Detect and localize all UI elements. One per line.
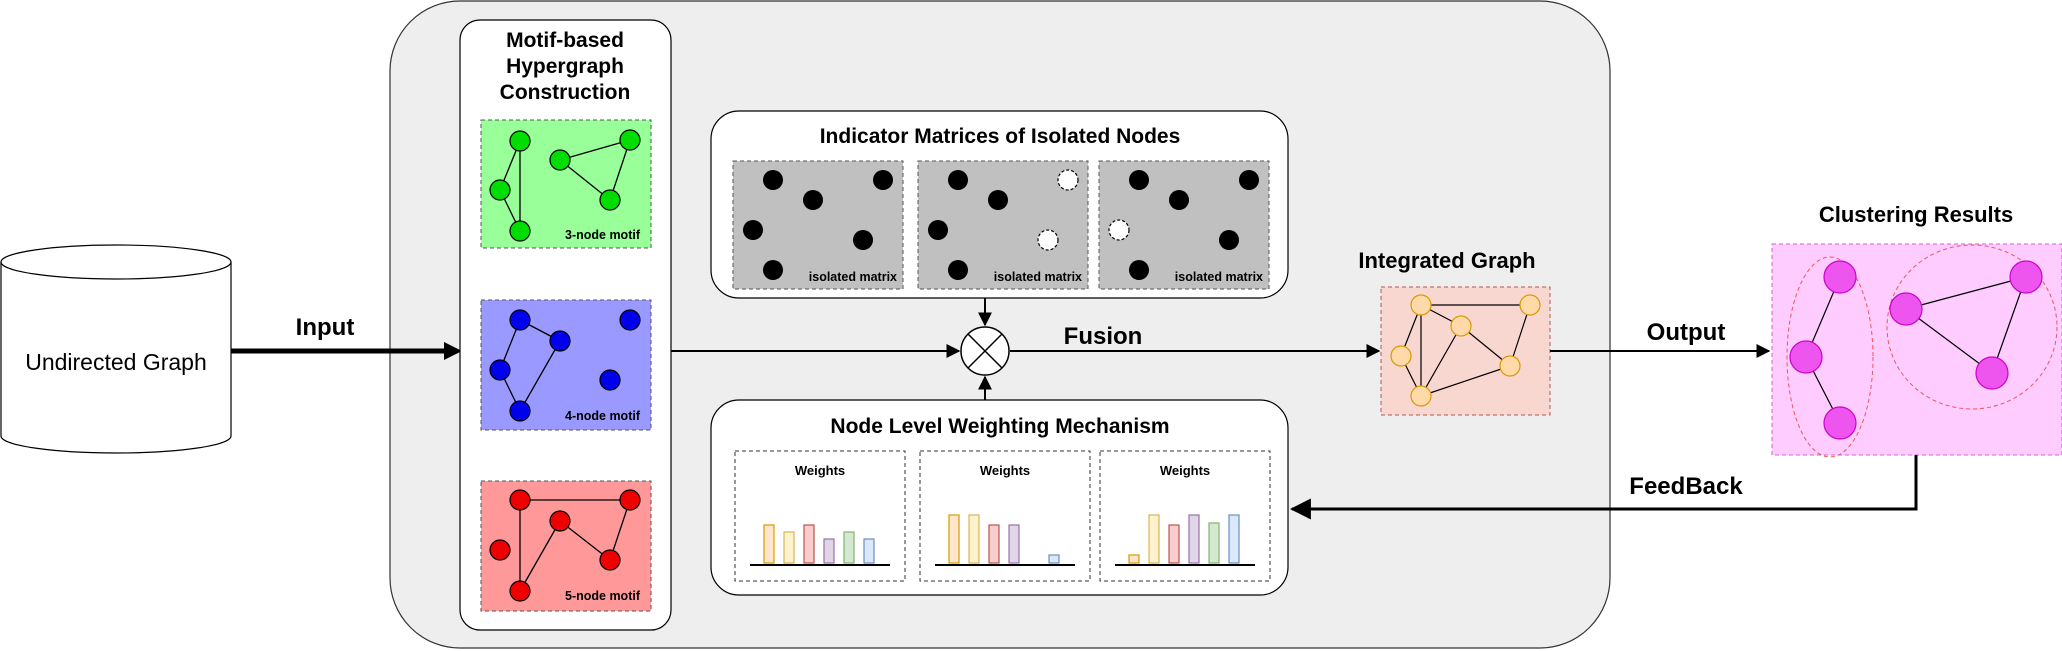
- motif-3-label: 3-node motif: [565, 228, 641, 242]
- feedback-arrow: [1289, 455, 1918, 520]
- motif-4-label: 4-node motif: [565, 409, 641, 423]
- isolated-matrix-2: isolated matrix: [917, 160, 1089, 290]
- weight-bar: [988, 524, 1000, 564]
- motif-title-line2: Hypergraph: [506, 55, 624, 78]
- weight-bar: [803, 524, 815, 564]
- motif-5-label: 5-node motif: [565, 589, 641, 603]
- isolated-matrix-3: isolated matrix: [1098, 160, 1270, 290]
- output-label: Output: [1647, 319, 1726, 346]
- motif-title-line3: Construction: [500, 81, 631, 104]
- isolated-matrix-label: isolated matrix: [1175, 270, 1263, 284]
- weight-bar: [863, 538, 875, 564]
- undirected-graph-label: Undirected Graph: [25, 349, 207, 375]
- isolated-matrix-label: isolated matrix: [809, 270, 897, 284]
- fusion-operator-icon: [960, 326, 1010, 376]
- weight-bar: [1168, 524, 1180, 564]
- motif-5-box: 5-node motif: [480, 480, 652, 612]
- fusion-label: Fusion: [1064, 323, 1143, 350]
- weights-chart-3: Weights: [1099, 450, 1271, 582]
- isolated-matrix-label: isolated matrix: [994, 270, 1082, 284]
- main-panel: [389, 0, 1611, 649]
- weighting-title: Node Level Weighting Mechanism: [830, 415, 1169, 438]
- integrated-graph-title: Integrated Graph: [1358, 248, 1535, 273]
- weight-bar: [1148, 514, 1160, 564]
- clustering-results-box: [1771, 243, 2062, 458]
- motif-title-line1: Motif-based: [506, 29, 624, 52]
- feedback-label: FeedBack: [1629, 473, 1743, 500]
- weight-bar: [1048, 554, 1060, 564]
- cluster-1-outline: [1786, 256, 1874, 458]
- weights-label: Weights: [980, 463, 1030, 478]
- weight-bar: [1128, 554, 1140, 564]
- weights-label: Weights: [795, 463, 845, 478]
- undirected-graph-cylinder: Undirected Graph: [0, 244, 232, 454]
- motif-4-box: 4-node motif: [480, 299, 652, 431]
- input-label: Input: [296, 314, 355, 341]
- indicator-title: Indicator Matrices of Isolated Nodes: [820, 125, 1181, 148]
- isolated-matrix-1: isolated matrix: [732, 160, 904, 290]
- weight-bar: [783, 531, 795, 564]
- weights-chart-1: Weights: [734, 450, 906, 582]
- weight-bar: [1008, 524, 1020, 564]
- weight-bar: [1188, 514, 1200, 564]
- input-arrowhead: [444, 342, 462, 360]
- cluster-2-outline: [1886, 244, 2058, 410]
- weight-bar: [823, 538, 835, 564]
- weight-bar: [948, 514, 960, 564]
- clustering-results-title: Clustering Results: [1819, 202, 2013, 227]
- weight-bar: [1208, 522, 1220, 564]
- motif-3-box: 3-node motif: [480, 119, 652, 249]
- weight-bar: [843, 531, 855, 564]
- weights-chart-2: Weights: [919, 450, 1091, 582]
- weight-bar: [968, 514, 980, 564]
- integrated-graph-box: [1380, 286, 1551, 416]
- weights-label: Weights: [1160, 463, 1210, 478]
- weight-bar: [1228, 514, 1240, 564]
- weight-bar: [763, 524, 775, 564]
